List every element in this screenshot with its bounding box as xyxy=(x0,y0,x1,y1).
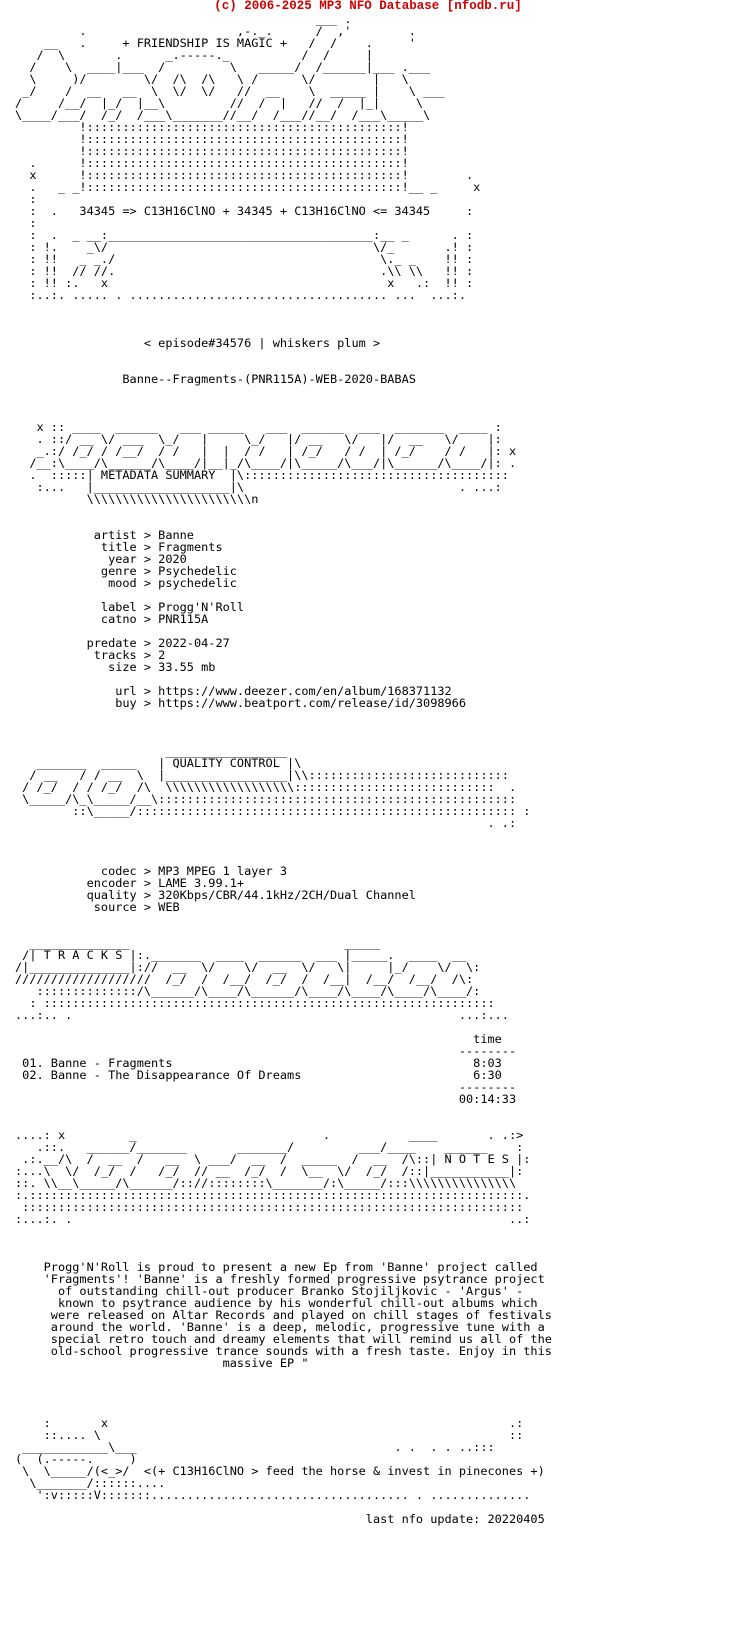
site-header: (c) 2006-2025 MP3 NFO Database [nfodb.ru… xyxy=(214,0,522,13)
nfo-document: ___ . . ,-._. / ,' . __ . + FRIENDSHIP I… xyxy=(15,13,552,1526)
